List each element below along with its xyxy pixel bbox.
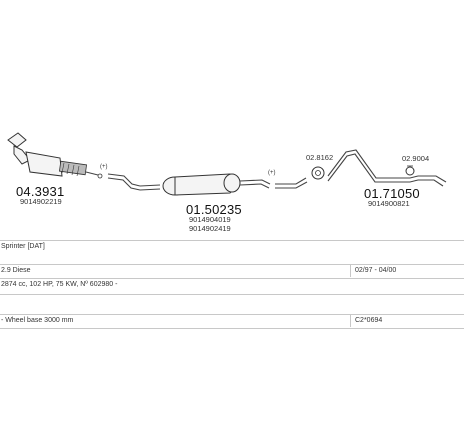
part-sub-3a: 9014900821: [368, 199, 410, 208]
info-row-1: Sprinter [DAT]: [0, 240, 464, 253]
marker-a: (+): [100, 164, 108, 170]
part-code-4: 02.8162: [306, 153, 333, 162]
catalytic-converter: [7, 132, 103, 179]
hanger-02-9004: [405, 165, 415, 176]
info-row-2-separator: [350, 265, 351, 277]
part-sub-2a: 9014904019: [189, 215, 231, 224]
marker-b: (+): [268, 170, 276, 176]
part-code-3: 01.71050: [364, 186, 420, 201]
info-row-6: [0, 328, 464, 341]
part-code-5: 02.9004: [402, 154, 429, 163]
part-sub-2b: 9014902419: [189, 224, 231, 233]
info-row-2-left: 2.9 Diese: [1, 267, 31, 274]
info-row-3-left: 2874 cc, 102 HP, 75 KW, Nº 602980 -: [1, 281, 118, 288]
part-code-1: 04.3931: [16, 184, 64, 199]
info-row-5-left: - Wheel base 3000 mm: [1, 317, 74, 324]
info-row-2-right: 02/97 - 04/00: [355, 267, 397, 274]
info-row-5-separator: [350, 315, 351, 327]
info-row-4: [0, 294, 464, 307]
rear-pipe: [275, 149, 447, 189]
exhaust-system-diagram: (+) (+) 04.3931 9014902219 01.50235 9014…: [7, 132, 447, 233]
info-row-5: - Wheel base 3000 mm C2*0694: [0, 314, 464, 327]
clamp-02-8162: [311, 166, 325, 180]
info-row-2: 2.9 Diese 02/97 - 04/00: [0, 264, 464, 277]
info-row-5-right: C2*0694: [355, 317, 383, 324]
part-code-2: 01.50235: [186, 202, 242, 217]
intermediate-pipe: [107, 173, 161, 191]
info-row-1-left: Sprinter [DAT]: [1, 243, 45, 250]
center-silencer: [162, 173, 271, 196]
part-sub-1a: 9014902219: [20, 197, 62, 206]
info-row-3: 2874 cc, 102 HP, 75 KW, Nº 602980 -: [0, 278, 464, 291]
